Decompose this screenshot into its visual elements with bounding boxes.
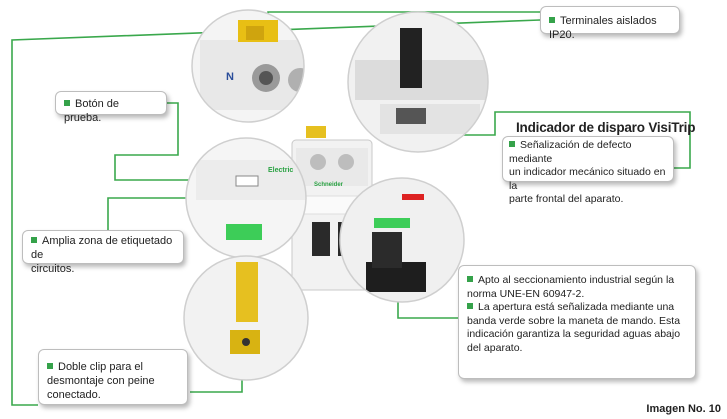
bullet-icon xyxy=(509,141,515,147)
bullet-icon xyxy=(549,17,555,23)
terminal-photo: N xyxy=(192,10,304,122)
image-caption: Imagen No. 10 xyxy=(646,403,721,415)
terminals-text: Terminales aislados IP20. xyxy=(549,15,657,41)
callout-label-zone: Amplia zona de etiquetado de circuitos. xyxy=(22,230,184,275)
isolation-text-2-2: banda verde sobre la maneta de mando. Es… xyxy=(467,314,681,327)
visitrip-photo xyxy=(348,12,488,152)
isolation-text-2-4: del aparato. xyxy=(467,341,523,354)
visitrip-text-3: parte frontal del aparato. xyxy=(509,193,624,205)
callout-clip: Doble clip para el desmontaje con peine … xyxy=(38,349,188,405)
clip-text-3: conectado. xyxy=(47,389,101,401)
bullet-icon xyxy=(467,276,473,282)
isolation-text-2-1: La apertura está señalizada mediante una xyxy=(478,301,675,313)
callout-isolation: Apto al seccionamiento industrial según … xyxy=(458,265,696,379)
isolation-text-1-1: Apto al seccionamiento industrial según … xyxy=(478,274,675,286)
test-button-photo: Electric xyxy=(186,138,306,258)
bullet-icon xyxy=(47,363,53,369)
callout-visitrip: Señalización de defecto mediante un indi… xyxy=(502,136,674,205)
bullet-icon xyxy=(31,237,37,243)
isolation-text-2-3: indicación garantiza la seguridad aguas … xyxy=(467,328,681,340)
bullet-icon xyxy=(64,100,70,106)
connector-visitrip xyxy=(430,111,691,169)
label-zone-text-1: Amplia zona de etiquetado de xyxy=(31,235,173,261)
clip-text-1: Doble clip para el xyxy=(58,361,143,373)
terminal-letter: N xyxy=(226,71,234,83)
handle-photo xyxy=(340,178,464,302)
visitrip-text-2: un indicador mecánico situado en la xyxy=(509,166,666,192)
label-zone-text-2: circuitos. xyxy=(31,263,75,275)
visitrip-text-1: Señalización de defecto mediante xyxy=(509,139,632,165)
connector-test-button xyxy=(114,102,232,181)
test-button-text: Botón de prueba. xyxy=(64,98,120,124)
clip-photo xyxy=(184,256,308,380)
visitrip-heading-block: Indicador de disparo VisiTrip xyxy=(516,120,706,135)
brand-label-small: Electric xyxy=(268,167,293,174)
bullet-icon xyxy=(467,303,473,309)
callout-terminals: Terminales aislados IP20. xyxy=(540,6,680,41)
visitrip-title: Indicador de disparo VisiTrip xyxy=(516,120,696,135)
callout-test-button: Botón de prueba. xyxy=(55,91,167,124)
clip-text-2: desmontaje con peine xyxy=(47,375,155,387)
brand-label: Schneider xyxy=(314,182,344,188)
isolation-text-1-2: norma UNE-EN 60947-2. xyxy=(467,287,585,300)
